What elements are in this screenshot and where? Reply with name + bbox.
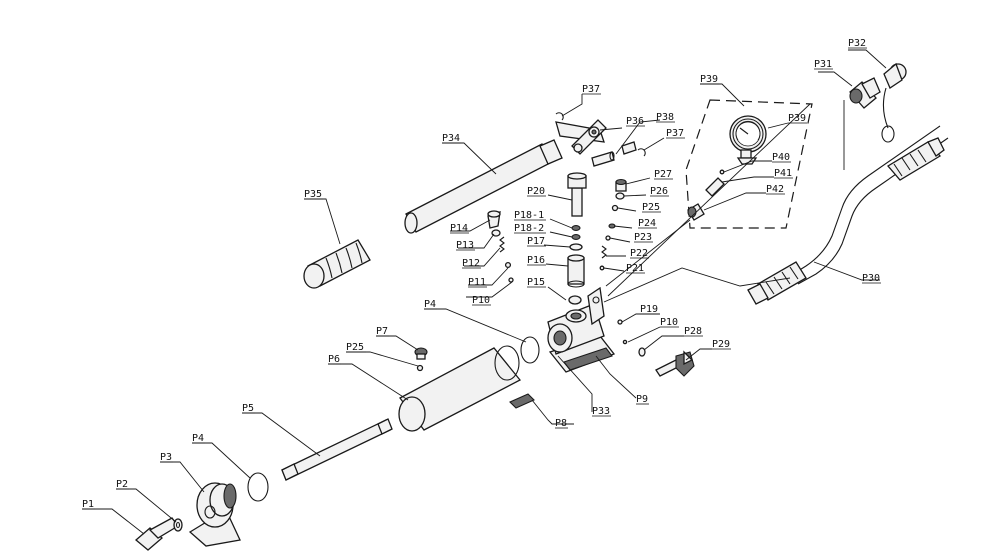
part-p4-oring-lower <box>247 472 269 502</box>
label-p24: P24 <box>638 218 656 229</box>
part-p30-hose <box>747 125 949 305</box>
part-labels: P1 P2 P3 P4 P5 P6 P25 P7 P4 P8 P33 P9 P1… <box>82 38 881 510</box>
label-p17: P17 <box>527 236 545 247</box>
label-p13: P13 <box>456 240 474 251</box>
label-p8: P8 <box>555 418 567 429</box>
label-p12: P12 <box>462 258 480 269</box>
part-p14-plug <box>487 210 501 229</box>
label-p37-top: P37 <box>582 84 600 95</box>
part-p21-ball <box>599 265 605 271</box>
part-p20-plunger <box>567 172 587 217</box>
part-p29-release-valve <box>655 350 695 377</box>
label-p3: P3 <box>160 452 172 463</box>
label-p36: P36 <box>626 116 644 127</box>
label-p4-lower: P4 <box>192 433 204 444</box>
label-p25-upper: P25 <box>642 202 660 213</box>
part-p19-ball <box>617 319 623 325</box>
label-p28: P28 <box>684 326 702 337</box>
label-p10-left: P10 <box>472 295 490 306</box>
part-p37-clip-top <box>555 112 564 121</box>
part-p6-reservoir-tube <box>398 345 522 432</box>
part-p22-spring <box>601 245 607 259</box>
label-p6: P6 <box>328 354 340 365</box>
label-p18-1: P18-1 <box>514 210 544 221</box>
label-p39-gauge: P39 <box>788 113 806 124</box>
label-p11: P11 <box>468 277 486 288</box>
label-p9: P9 <box>636 394 648 405</box>
label-p21: P21 <box>626 263 644 274</box>
label-p7: P7 <box>376 326 388 337</box>
part-p26-oring <box>615 192 625 200</box>
label-p39-group: P39 <box>700 74 718 85</box>
part-p16-cylinder <box>567 254 585 288</box>
part-p18-1-seal <box>571 225 581 231</box>
part-p18-2-seal <box>571 234 581 240</box>
label-p26: P26 <box>650 186 668 197</box>
part-p31-coupler <box>849 77 881 109</box>
label-p31: P31 <box>814 59 832 70</box>
label-p22: P22 <box>630 248 648 259</box>
label-p15: P15 <box>527 277 545 288</box>
label-p5: P5 <box>242 403 254 414</box>
part-p17-oring <box>569 243 583 251</box>
part-p5-tie-rod <box>281 418 393 481</box>
part-p28-washer <box>638 347 646 357</box>
part-p12-spring <box>499 236 505 253</box>
label-p14: P14 <box>450 223 468 234</box>
label-p27: P27 <box>654 169 672 180</box>
label-p18-2: P18-2 <box>514 223 544 234</box>
part-p10-ball-left <box>508 277 514 283</box>
part-p25-washer-upper <box>611 204 619 212</box>
part-p39-pressure-gauge <box>729 115 767 165</box>
label-p32: P32 <box>848 38 866 49</box>
part-p27-plug <box>615 178 627 192</box>
part-p34-handle-tube <box>404 139 563 234</box>
label-p10-right: P10 <box>660 317 678 328</box>
label-p41: P41 <box>774 168 792 179</box>
part-p10-ball-right <box>622 339 628 345</box>
part-p1-bolt <box>134 517 179 551</box>
label-p38: P38 <box>656 112 674 123</box>
label-p29: P29 <box>712 339 730 350</box>
label-p37-right: P37 <box>666 128 684 139</box>
label-p34: P34 <box>442 133 460 144</box>
part-p8-filter <box>509 393 535 409</box>
label-p35: P35 <box>304 189 322 200</box>
part-p41-adapter <box>705 177 725 197</box>
part-p11-ball <box>504 261 512 269</box>
label-p30: P30 <box>862 273 880 284</box>
gauge-group-outline <box>685 99 813 229</box>
label-p2: P2 <box>116 479 128 490</box>
label-p33: P33 <box>592 406 610 417</box>
label-p16: P16 <box>527 255 545 266</box>
part-p36-handle-socket <box>555 119 607 155</box>
part-p38-pin <box>591 141 637 167</box>
part-p4-oring-upper <box>520 336 540 364</box>
label-p25-lower: P25 <box>346 342 364 353</box>
label-p19: P19 <box>640 304 658 315</box>
label-p23: P23 <box>634 232 652 243</box>
part-p15-washer <box>568 295 582 305</box>
label-p40: P40 <box>772 152 790 163</box>
part-p32-dust-cap <box>881 62 907 143</box>
label-p1: P1 <box>82 499 94 510</box>
label-p20: P20 <box>527 186 545 197</box>
label-p42: P42 <box>766 184 784 195</box>
part-p35-grip <box>303 239 371 289</box>
part-p3-end-cap <box>188 482 241 547</box>
label-p4-upper: P4 <box>424 299 436 310</box>
part-p23-ball <box>605 235 611 241</box>
part-p25-washer-lower <box>416 364 424 372</box>
part-p40-ball <box>719 169 725 175</box>
